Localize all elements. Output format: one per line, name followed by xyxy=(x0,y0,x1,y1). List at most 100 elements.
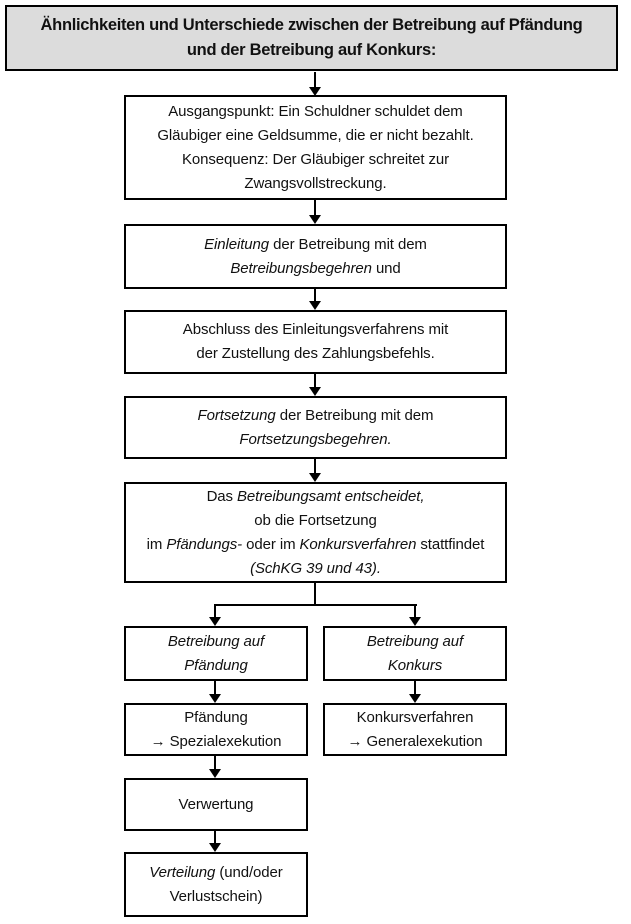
arrow-head xyxy=(309,87,321,96)
arrow-stem xyxy=(314,288,316,302)
arrow-head xyxy=(409,694,421,703)
text-line: Konkurs xyxy=(388,654,442,678)
title-line-2: und der Betreibung auf Konkurs: xyxy=(186,41,437,59)
text-run right-arrow-glyph: → Generalexekution xyxy=(347,732,483,750)
box-pfaendung-spezialexekution: Pfändung → Spezialexekution xyxy=(124,703,308,756)
text-run-italic: Betreibungsbegehren xyxy=(230,259,372,277)
box-verwertung: Verwertung xyxy=(124,778,308,831)
arrow-head xyxy=(209,617,221,626)
down-arrow xyxy=(209,605,221,626)
text-run: stattfindet xyxy=(416,535,485,553)
text-run-italic: Betreibung auf xyxy=(167,632,265,650)
box-entscheid: Das Betreibungsamt entscheidet, ob die F… xyxy=(124,482,507,583)
text-line: Einleitung der Betreibung mit dem xyxy=(204,233,427,257)
arrow-stem xyxy=(314,373,316,388)
text-run-italic: Pfändungs- xyxy=(166,535,243,553)
arrow-head xyxy=(309,301,321,310)
text-line: der Zustellung des Zahlungsbefehls. xyxy=(196,342,434,366)
text-run: im xyxy=(146,535,167,553)
box-einleitung: Einleitung der Betreibung mit dem Betrei… xyxy=(124,224,507,289)
text-line: ob die Fortsetzung xyxy=(254,509,377,533)
box-verteilung: Verteilung (und/oder Verlustschein) xyxy=(124,852,308,917)
text-run: Pfändung xyxy=(184,708,248,726)
text-run: Verwertung xyxy=(178,795,254,813)
text-run-italic: Einleitung xyxy=(204,235,270,253)
arrow-stem xyxy=(414,681,416,695)
box-abschluss: Abschluss des Einleitungsverfahrens mit … xyxy=(124,310,507,374)
text-line: im Pfändungs- oder im Konkursverfahren s… xyxy=(147,533,485,557)
text-run: Das xyxy=(206,487,238,505)
down-arrow xyxy=(209,756,221,778)
text-run: Zwangsvollstreckung. xyxy=(244,174,387,192)
text-run: Abschluss des Einleitungsverfahrens mit xyxy=(182,321,449,338)
text-line: Gläubiger eine Geldsumme, die er nicht b… xyxy=(157,124,473,148)
text-line: Pfändung xyxy=(184,654,248,678)
text-run: und xyxy=(371,259,401,277)
arrow-stem xyxy=(314,200,316,216)
text-line: → Spezialexekution xyxy=(151,730,282,754)
text-line: Betreibung auf xyxy=(168,630,264,654)
split-horizontal-line xyxy=(214,604,417,606)
text-line: Pfändung xyxy=(184,706,248,730)
text-run: der Betreibung mit dem xyxy=(269,235,427,253)
text-line: Konkursverfahren xyxy=(357,706,474,730)
arrow-head xyxy=(209,843,221,852)
text-run: der Betreibung mit dem xyxy=(275,406,434,424)
arrow-head xyxy=(309,215,321,224)
down-arrow xyxy=(309,200,321,224)
down-arrow xyxy=(309,288,321,310)
text-line: Betreibungsbegehren und xyxy=(230,257,400,281)
arrow-stem xyxy=(214,831,216,844)
text-line: Ausgangspunkt: Ein Schuldner schuldet de… xyxy=(168,100,463,124)
text-run-italic: Konkursverfahren xyxy=(299,535,417,553)
text-line: Verteilung (und/oder xyxy=(149,861,282,885)
text-line: Betreibung auf xyxy=(367,630,463,654)
text-run-italic: Verteilung xyxy=(149,863,216,881)
text-run: ob die Fortsetzung xyxy=(254,511,377,529)
text-line: Fortsetzung der Betreibung mit dem xyxy=(198,404,434,428)
text-line: Verlustschein) xyxy=(170,885,263,909)
down-arrow xyxy=(309,458,321,482)
down-arrow xyxy=(309,72,321,96)
title-box: Ähnlichkeiten und Unterschiede zwischen … xyxy=(5,5,618,71)
arrow-stem xyxy=(214,605,216,618)
arrow-head xyxy=(209,769,221,778)
text-line: Verwertung xyxy=(179,793,254,817)
text-line: (SchKG 39 und 43). xyxy=(250,557,381,581)
arrow-stem xyxy=(214,681,216,695)
text-line: Abschluss des Einleitungsverfahrens mit xyxy=(182,318,449,342)
down-arrow xyxy=(309,373,321,396)
arrow-stem xyxy=(214,756,216,770)
text-run: der Zustellung des Zahlungsbefehls. xyxy=(196,345,435,362)
text-run-italic: Fortsetzungsbegehren. xyxy=(239,430,392,448)
arrow-head xyxy=(309,387,321,396)
text-run: Gläubiger eine Geldsumme, die er nicht b… xyxy=(157,126,474,144)
text-line: Das Betreibungsamt entscheidet, xyxy=(207,485,425,509)
down-arrow xyxy=(209,681,221,703)
text-run-italic: Konkurs xyxy=(387,656,443,674)
text-run-italic: Betreibung auf xyxy=(366,632,464,650)
arrow-stem xyxy=(414,605,416,618)
box-konkursverfahren-generalexekution: Konkursverfahren → Generalexekution xyxy=(323,703,507,756)
text-run-italic: Fortsetzung xyxy=(197,406,276,424)
arrow-head xyxy=(309,473,321,482)
text-run: Ausgangspunkt: Ein Schuldner schuldet de… xyxy=(168,102,463,120)
text-run: oder im xyxy=(242,535,300,553)
arrow-stem xyxy=(314,72,316,88)
text-run-italic: Betreibungsamt entscheidet, xyxy=(237,487,425,505)
box-ausgangspunkt: Ausgangspunkt: Ein Schuldner schuldet de… xyxy=(124,95,507,200)
text-run: Konkursverfahren xyxy=(356,708,474,726)
text-run-italic: Pfändung xyxy=(184,656,248,674)
text-run-italic: (SchKG 39 und 43). xyxy=(250,559,381,577)
text-line: Fortsetzungsbegehren. xyxy=(239,428,391,452)
arrow-head xyxy=(209,694,221,703)
split-vertical-line xyxy=(314,582,316,606)
arrow-stem xyxy=(314,458,316,474)
box-betreibung-auf-pfaendung: Betreibung auf Pfändung xyxy=(124,626,308,681)
box-betreibung-auf-konkurs: Betreibung auf Konkurs xyxy=(323,626,507,681)
text-run: Verlustschein) xyxy=(169,887,263,905)
arrow-head xyxy=(409,617,421,626)
text-line: Zwangsvollstreckung. xyxy=(244,172,386,196)
down-arrow xyxy=(409,605,421,626)
